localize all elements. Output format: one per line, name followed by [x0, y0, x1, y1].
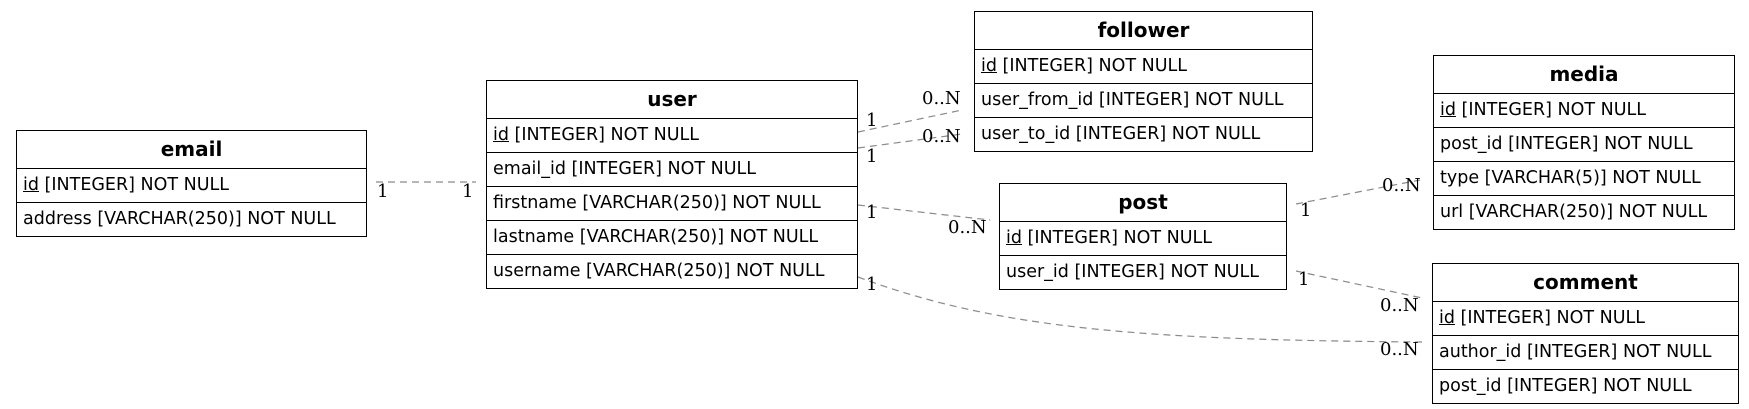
primary-key: id [981, 56, 997, 76]
card-user-follower-to-1: 1 [866, 146, 877, 167]
column-row: type [VARCHAR(5)] NOT NULL [1434, 162, 1734, 196]
table-title: user [487, 81, 857, 119]
table-title: media [1434, 56, 1734, 94]
card-user-follower-to-n: 0..N [922, 126, 961, 147]
primary-key: id [1439, 308, 1455, 328]
table-email[interactable]: email id [INTEGER] NOT NULL address [VAR… [16, 130, 367, 237]
column-def: user_to_id [INTEGER] NOT NULL [981, 124, 1261, 144]
edge-post-comment [1295, 270, 1423, 299]
edge-user-post [857, 204, 991, 221]
table-title: comment [1433, 264, 1738, 302]
card-user-follower-from-n: 0..N [922, 88, 961, 109]
primary-key: id [23, 175, 39, 195]
card-post-media-n: 0..N [1382, 175, 1421, 196]
column-def: [INTEGER] NOT NULL [38, 175, 230, 195]
column-def: [INTEGER] NOT NULL [1021, 228, 1213, 248]
card-user-comment-n: 0..N [1380, 339, 1419, 360]
card-user-comment-1: 1 [866, 274, 877, 295]
column-row: user_id [INTEGER] NOT NULL [1000, 256, 1286, 289]
edge-user-comment [857, 276, 1423, 343]
column-row: url [VARCHAR(250)] NOT NULL [1434, 196, 1734, 229]
column-def: user_id [INTEGER] NOT NULL [1006, 262, 1259, 282]
card-email-user-from: 1 [377, 181, 388, 202]
column-def: [INTEGER] NOT NULL [1455, 100, 1647, 120]
column-def: [INTEGER] NOT NULL [508, 125, 700, 145]
column-def: firstname [VARCHAR(250)] NOT NULL [493, 193, 821, 213]
primary-key: id [1006, 228, 1022, 248]
column-row: user_from_id [INTEGER] NOT NULL [975, 84, 1312, 118]
column-row: lastname [VARCHAR(250)] NOT NULL [487, 221, 857, 255]
card-post-media-1: 1 [1300, 200, 1311, 221]
table-title: post [1000, 184, 1286, 222]
column-row: id [INTEGER] NOT NULL [1434, 94, 1734, 128]
card-post-comment-1: 1 [1298, 269, 1309, 290]
primary-key: id [493, 125, 509, 145]
column-row: user_to_id [INTEGER] NOT NULL [975, 118, 1312, 151]
column-def: post_id [INTEGER] NOT NULL [1439, 376, 1692, 396]
column-def: [INTEGER] NOT NULL [1454, 308, 1646, 328]
edge-post-media [1295, 179, 1421, 205]
table-post[interactable]: post id [INTEGER] NOT NULL user_id [INTE… [999, 183, 1287, 290]
edge-user-follower-to [857, 133, 963, 149]
column-def: author_id [INTEGER] NOT NULL [1439, 342, 1712, 362]
column-def: post_id [INTEGER] NOT NULL [1440, 134, 1693, 154]
table-title: follower [975, 12, 1312, 50]
column-row: author_id [INTEGER] NOT NULL [1433, 336, 1738, 370]
table-title: email [17, 131, 366, 169]
column-def: lastname [VARCHAR(250)] NOT NULL [493, 227, 819, 247]
column-row: id [INTEGER] NOT NULL [1433, 302, 1738, 336]
card-user-post-n: 0..N [948, 217, 987, 238]
card-email-user-to: 1 [462, 181, 473, 202]
column-row: id [INTEGER] NOT NULL [17, 169, 366, 203]
card-post-comment-n: 0..N [1380, 295, 1419, 316]
table-user[interactable]: user id [INTEGER] NOT NULL email_id [INT… [486, 80, 858, 289]
card-user-follower-from-1: 1 [866, 110, 877, 131]
column-row: id [INTEGER] NOT NULL [487, 119, 857, 153]
edge-user-follower-from [857, 109, 963, 133]
column-def: email_id [INTEGER] NOT NULL [493, 159, 757, 179]
column-row: post_id [INTEGER] NOT NULL [1433, 370, 1738, 403]
column-row: id [INTEGER] NOT NULL [975, 50, 1312, 84]
primary-key: id [1440, 100, 1456, 120]
column-row: email_id [INTEGER] NOT NULL [487, 153, 857, 187]
card-user-post-1: 1 [866, 202, 877, 223]
column-row: address [VARCHAR(250)] NOT NULL [17, 203, 366, 236]
column-def: type [VARCHAR(5)] NOT NULL [1440, 168, 1701, 188]
column-def: username [VARCHAR(250)] NOT NULL [493, 261, 825, 281]
column-def: [INTEGER] NOT NULL [996, 56, 1188, 76]
column-row: firstname [VARCHAR(250)] NOT NULL [487, 187, 857, 221]
column-def: url [VARCHAR(250)] NOT NULL [1440, 202, 1708, 222]
table-media[interactable]: media id [INTEGER] NOT NULL post_id [INT… [1433, 55, 1735, 230]
column-def: address [VARCHAR(250)] NOT NULL [23, 209, 336, 229]
column-row: post_id [INTEGER] NOT NULL [1434, 128, 1734, 162]
table-comment[interactable]: comment id [INTEGER] NOT NULL author_id … [1432, 263, 1739, 404]
column-def: user_from_id [INTEGER] NOT NULL [981, 90, 1284, 110]
column-row: username [VARCHAR(250)] NOT NULL [487, 255, 857, 288]
column-row: id [INTEGER] NOT NULL [1000, 222, 1286, 256]
table-follower[interactable]: follower id [INTEGER] NOT NULL user_from… [974, 11, 1313, 152]
